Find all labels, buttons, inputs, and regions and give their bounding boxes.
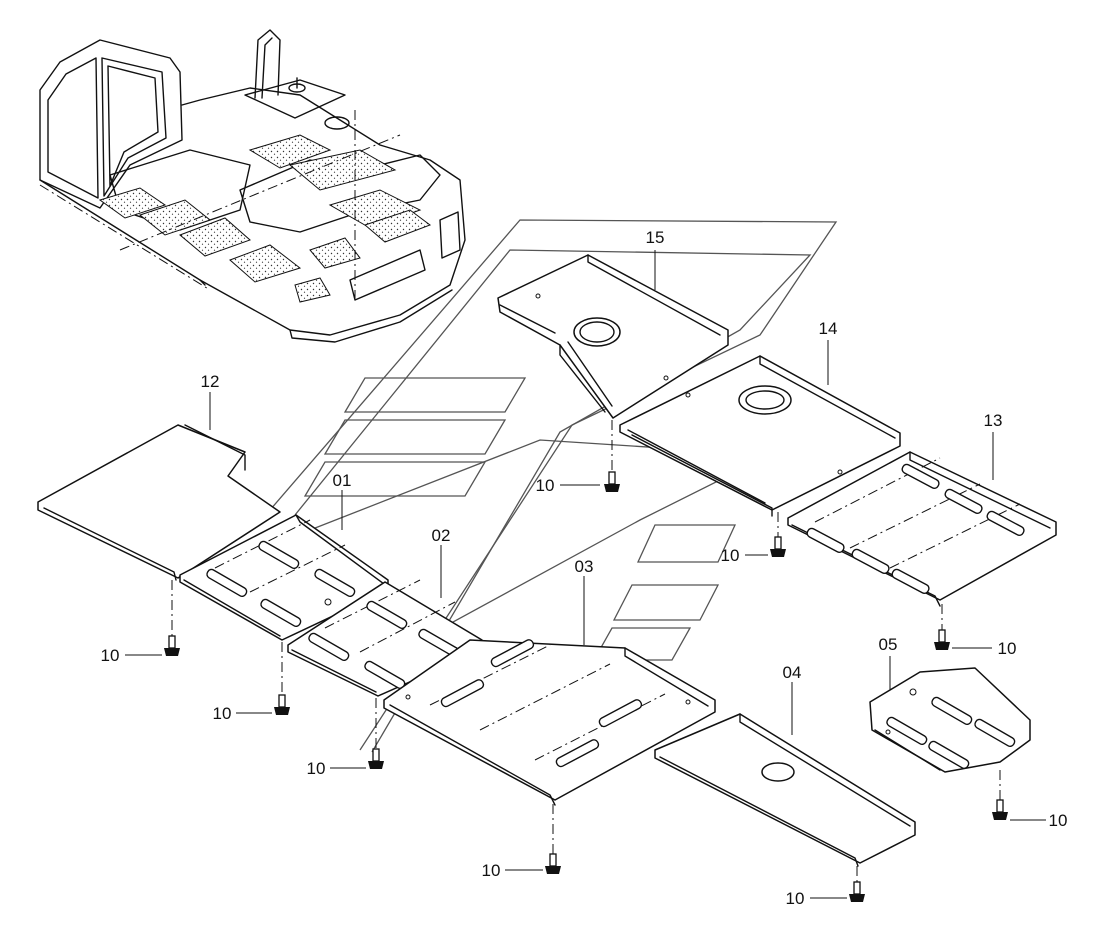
- bolt-icon: [545, 853, 561, 874]
- callout-10-c: 10: [998, 639, 1017, 658]
- callout-01: 01: [333, 471, 352, 490]
- callout-02: 02: [432, 526, 451, 545]
- panel-04: [654, 713, 916, 867]
- callout-10-a: 10: [536, 476, 555, 495]
- bolt-icon: [992, 799, 1008, 820]
- panel-05: [869, 667, 1031, 773]
- callout-10-i: 10: [1049, 811, 1068, 830]
- panel-01: [179, 514, 389, 641]
- callout-04: 04: [783, 663, 802, 682]
- callout-15: 15: [646, 228, 665, 247]
- bolt-icon: [274, 694, 290, 715]
- callout-10-e: 10: [213, 704, 232, 723]
- callout-12: 12: [201, 372, 220, 391]
- bolt-icon: [368, 748, 384, 769]
- callout-10-b: 10: [721, 546, 740, 565]
- bolt-icon: [770, 536, 786, 557]
- callout-03: 03: [575, 557, 594, 576]
- bolt-icon: [849, 881, 865, 902]
- callout-05: 05: [879, 635, 898, 654]
- bolts: [164, 471, 1008, 902]
- panel-13: [787, 451, 1057, 607]
- callout-13: 13: [984, 411, 1003, 430]
- bolt-icon: [604, 471, 620, 492]
- panel-03: [383, 639, 716, 806]
- bolt-icon: [164, 635, 180, 656]
- leader-lines: [125, 250, 1046, 899]
- callout-10-h: 10: [786, 889, 805, 908]
- callout-10-f: 10: [307, 759, 326, 778]
- callout-10-d: 10: [101, 646, 120, 665]
- callout-10-g: 10: [482, 861, 501, 880]
- excavator-overview: [39, 29, 466, 343]
- panel-14: [619, 355, 901, 517]
- callout-labels: 15 14 13 12 01 02 03 04 05 10 10 10 10 1…: [101, 228, 1068, 908]
- bolt-icon: [934, 629, 950, 650]
- callout-14: 14: [819, 319, 838, 338]
- alignment-lines: [171, 420, 1001, 882]
- panel-15: [497, 254, 729, 419]
- panel-12: [37, 424, 281, 581]
